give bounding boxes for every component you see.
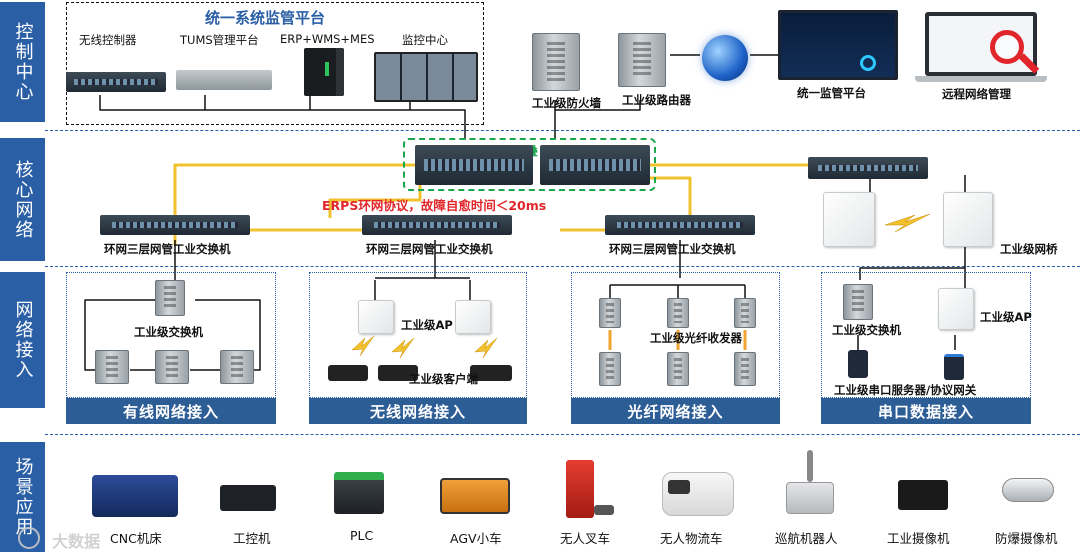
client-1 [328, 365, 368, 381]
platform-chart-ring [860, 55, 876, 71]
core-switch-left [415, 145, 533, 185]
wireless-ap-label: 工业级AP [401, 318, 453, 332]
monitor-center-label: 监控中心 [402, 33, 448, 47]
ring-switch-1 [100, 215, 250, 235]
client-3 [470, 365, 512, 381]
patrol-robot-mast [807, 450, 813, 482]
ipc-device [220, 485, 276, 511]
ring-switch-3-label: 环网三层网管工业交换机 [609, 242, 736, 256]
remote-label: 远程网络管理 [942, 87, 1011, 101]
fiber-bottom-2 [667, 352, 689, 386]
forklift-device [566, 460, 594, 518]
plc-device [334, 472, 384, 514]
scene-label-ex-camera: 防爆摄像机 [995, 531, 1058, 546]
serial-bar: 串口数据接入 [821, 398, 1031, 424]
erp-label: ERP+WMS+MES [280, 32, 375, 46]
scene-label-forklift: 无人叉车 [560, 531, 611, 546]
scene-label-camera: 工业摄像机 [887, 531, 950, 546]
erps-label: ERPS环网协议，故障自愈时间＜20ms [322, 198, 547, 213]
router-label: 工业级路由器 [622, 93, 691, 107]
logistics-vehicle-window [668, 480, 690, 494]
fiber-bar: 光纤网络接入 [571, 398, 780, 424]
erp-server-light [325, 62, 329, 76]
wired-switch-b [155, 350, 189, 384]
scene-label-logistics: 无人物流车 [660, 531, 723, 546]
watermark-logo-icon [18, 527, 40, 549]
serial-server-2 [944, 354, 964, 380]
forklift-fork [594, 505, 614, 515]
fiber-top-1 [599, 298, 621, 328]
wired-switch-c [220, 350, 254, 384]
fiber-bottom-1 [599, 352, 621, 386]
agv-device [440, 478, 510, 514]
bridge-label: 工业级网桥 [1000, 242, 1058, 256]
firewall-label: 工业级防火墙 [532, 96, 601, 110]
erp-server [304, 48, 344, 96]
scene-label-plc: PLC [350, 528, 374, 543]
wireless-ap-left [358, 300, 394, 334]
wired-switch-a [95, 350, 129, 384]
serial-server-1 [848, 350, 868, 378]
cnc-machine [92, 475, 178, 517]
router-device [618, 33, 666, 87]
wireless-bar: 无线网络接入 [309, 398, 527, 424]
fiber-top-3 [734, 298, 756, 328]
tums-label: TUMS管理平台 [180, 33, 259, 47]
layer-control-label: 控制中心 [0, 2, 45, 122]
laptop-base [915, 76, 1047, 82]
monitor-wall [374, 52, 478, 102]
wireless-zone [309, 272, 527, 398]
wireless-controller-device [66, 72, 166, 92]
serial-ap [938, 288, 974, 330]
fiber-bottom-3 [734, 352, 756, 386]
ring-switch-2-label: 环网三层网管工业交换机 [366, 242, 493, 256]
scene-label-ipc: 工控机 [233, 531, 271, 546]
wired-switch-label: 工业级交换机 [134, 325, 203, 339]
magnifier-icon [990, 30, 1024, 64]
globe-icon [702, 35, 748, 81]
wired-switch-top [155, 280, 185, 316]
tums-device [176, 70, 272, 90]
scene-label-agv: AGV小车 [450, 531, 502, 546]
bridge-right [943, 192, 993, 247]
fiber-label: 工业级光纤收发器 [650, 331, 742, 345]
separator [45, 130, 1080, 131]
serial-zone [821, 272, 1031, 398]
ring-switch-2 [362, 215, 512, 235]
layer-core-label: 核心网络 [0, 138, 45, 261]
serial-server-label: 工业级串口服务器/协议网关 [834, 383, 977, 397]
wireless-ap-right [455, 300, 491, 334]
firewall-device [532, 33, 580, 91]
control-platform-title: 统一系统监管平台 [205, 9, 326, 27]
industrial-camera [898, 480, 948, 510]
serial-switch [843, 284, 873, 320]
client-2 [378, 365, 418, 381]
fiber-top-2 [667, 298, 689, 328]
layer-access-label: 网络接入 [0, 272, 45, 408]
wired-bar: 有线网络接入 [66, 398, 276, 424]
separator [45, 266, 1080, 267]
serial-ap-label: 工业级AP [980, 310, 1032, 324]
explosion-camera [1002, 478, 1054, 502]
scene-label-cnc: CNC机床 [110, 531, 162, 546]
edge-switch [808, 157, 928, 179]
ring-switch-1-label: 环网三层网管工业交换机 [104, 242, 231, 256]
fiber-zone [571, 272, 780, 398]
logistics-vehicle [662, 472, 734, 516]
serial-switch-label: 工业级交换机 [832, 323, 901, 337]
wired-zone [66, 272, 276, 398]
watermark-text: 大数据 [52, 532, 101, 551]
patrol-robot [786, 482, 834, 514]
ring-switch-3 [605, 215, 755, 235]
control-platform-frame [66, 2, 484, 125]
platform-label: 统一监管平台 [797, 86, 866, 100]
platform-screen [778, 10, 898, 80]
bridge-left [823, 192, 875, 247]
client-label: 工业级客户端 [409, 372, 478, 386]
separator [45, 434, 1080, 435]
wireless-controller-label: 无线控制器 [79, 33, 137, 47]
stack-frame [403, 138, 656, 191]
scene-label-robot: 巡航机器人 [775, 531, 838, 546]
core-switch-right [540, 145, 650, 185]
